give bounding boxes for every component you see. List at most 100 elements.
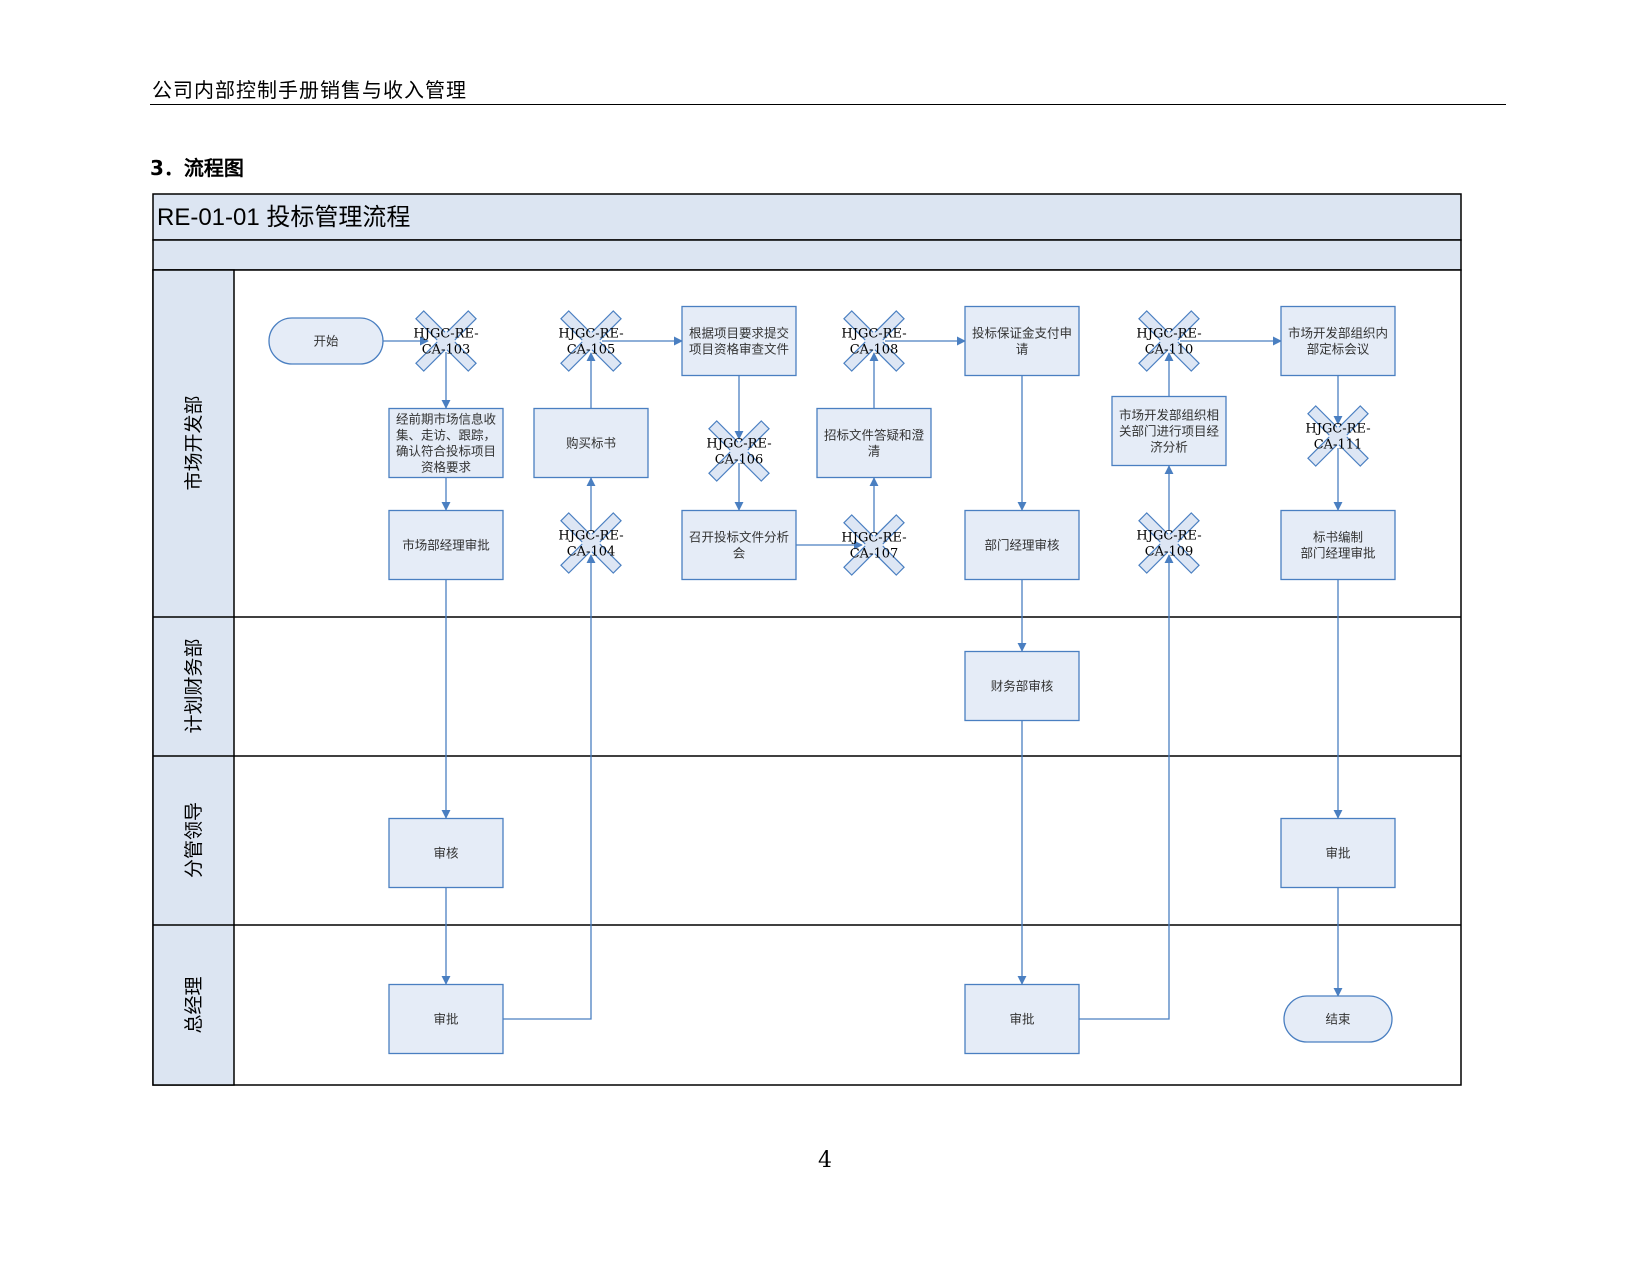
control-point-c108: HJGC-RE-CA-108 xyxy=(841,310,907,372)
process-box-shape xyxy=(964,509,1080,581)
node-label-line: 召开投标文件分析 xyxy=(689,530,789,545)
control-point-c105: HJGC-RE-CA-105 xyxy=(558,310,624,372)
node-label-line: 财务部审核 xyxy=(991,679,1054,694)
node-label-line: HJGC-RE- xyxy=(1305,422,1370,437)
section-heading: 3．流程图 xyxy=(150,156,244,180)
node-label-line: CA-103 xyxy=(422,343,471,358)
process-box-shape xyxy=(388,983,504,1055)
node-label-line: 结束 xyxy=(1325,1012,1351,1027)
process-box-shape xyxy=(388,407,504,479)
control-cross-center xyxy=(1159,331,1179,351)
process-box-shape xyxy=(1280,305,1396,377)
node-label-line: HJGC-RE- xyxy=(1136,529,1201,544)
node-label-line: CA-111 xyxy=(1314,438,1363,453)
node-label-line: CA-107 xyxy=(850,547,899,562)
process-box-gm_approve1: 审批 xyxy=(388,983,504,1055)
control-point-c106: HJGC-RE-CA-106 xyxy=(706,420,772,482)
node-label-line: HJGC-RE- xyxy=(413,327,478,342)
node-label-line: HJGC-RE- xyxy=(841,327,906,342)
node-label-line: 关部门进行项目经 xyxy=(1119,424,1220,439)
node-label-line: 开始 xyxy=(313,334,339,349)
process-box-shape xyxy=(681,305,797,377)
lane-label-text: 分管领导 xyxy=(183,802,205,878)
lane-label-text: 市场开发部 xyxy=(183,395,205,490)
node-label-line: 部定标会议 xyxy=(1307,342,1370,357)
node-label-line: CA-104 xyxy=(567,545,616,560)
flow-arrow-gm_approve1-to-c104 xyxy=(503,554,596,1020)
control-cross-center xyxy=(581,533,601,553)
process-box-mkt_mgr: 市场部经理审批 xyxy=(388,509,504,581)
control-cross-center xyxy=(581,331,601,351)
control-cross-center xyxy=(729,441,749,461)
node-label-line: 资格要求 xyxy=(421,460,472,475)
node-label-line: 审批 xyxy=(1009,1012,1034,1027)
process-box-shape xyxy=(964,650,1080,722)
process-box-leader_review: 审核 xyxy=(388,817,504,889)
lane-label-finance: 计划财务部 xyxy=(183,638,205,733)
node-label-line: 审批 xyxy=(433,1012,458,1027)
node-label-line: 招标文件答疑和澄 xyxy=(824,428,925,443)
process-box-shape xyxy=(388,817,504,889)
node-label-line: HJGC-RE- xyxy=(558,529,623,544)
control-point-c104: HJGC-RE-CA-104 xyxy=(558,512,624,574)
node-label-line: 部门经理审批 xyxy=(1300,546,1375,561)
page-number: 4 xyxy=(818,1148,832,1173)
node-label-line: 经前期市场信息收 xyxy=(396,412,497,427)
node-label-line: 根据项目要求提交 xyxy=(689,326,789,341)
edges-layer xyxy=(383,336,1343,1020)
node-label-line: 市场开发部组织相 xyxy=(1119,408,1219,423)
node-label-line: 购买标书 xyxy=(566,436,616,451)
process-box-shape xyxy=(1280,509,1396,581)
process-box-dept_mgr: 部门经理审核 xyxy=(964,509,1080,581)
running-header: 公司内部控制手册销售与收入管理 xyxy=(152,78,467,102)
node-label-line: 清 xyxy=(868,444,881,459)
lane-label-market: 市场开发部 xyxy=(183,395,205,490)
control-cross-center xyxy=(864,535,884,555)
process-box-buy: 购买标书 xyxy=(533,407,649,479)
blank-band xyxy=(152,239,1462,271)
control-cross-center xyxy=(1159,533,1179,553)
control-point-c109: HJGC-RE-CA-109 xyxy=(1136,512,1202,574)
node-label-line: 审核 xyxy=(433,846,459,861)
terminal-end: 结束 xyxy=(1283,995,1393,1043)
process-box-shape xyxy=(388,509,504,581)
process-box-leader_approve: 审批 xyxy=(1280,817,1396,889)
node-label-line: 会 xyxy=(733,546,746,561)
control-cross-center xyxy=(436,331,456,351)
node-label-line: 集、走访、跟踪， xyxy=(396,428,496,443)
process-box-shape xyxy=(816,407,932,479)
terminal-start: 开始 xyxy=(268,317,384,365)
node-label-line: 审批 xyxy=(1325,846,1350,861)
terminal-shape xyxy=(268,317,384,365)
control-point-c103: HJGC-RE-CA-103 xyxy=(413,310,479,372)
header-rule xyxy=(150,104,1506,105)
lane-header-column xyxy=(152,269,235,1086)
control-cross-center xyxy=(864,331,884,351)
node-label-line: CA-110 xyxy=(1145,343,1194,358)
flow-arrow-gm_approve2-to-c109 xyxy=(1079,554,1174,1020)
node-label-line: 标书编制 xyxy=(1313,530,1363,545)
node-label-line: 市场开发部组织内 xyxy=(1288,326,1388,341)
process-box-shape xyxy=(681,509,797,581)
lane-label-gm: 总经理 xyxy=(183,976,205,1033)
control-point-c110: HJGC-RE-CA-110 xyxy=(1136,310,1202,372)
lane-label-leader: 分管领导 xyxy=(183,802,205,878)
lane-label-text: 总经理 xyxy=(183,976,205,1033)
diagram-title: RE-01-01 投标管理流程 xyxy=(157,204,410,231)
lane-label-text: 计划财务部 xyxy=(183,638,205,733)
node-label-line: HJGC-RE- xyxy=(1136,327,1201,342)
process-box-shape xyxy=(964,305,1080,377)
node-label-line: CA-106 xyxy=(715,453,764,468)
process-box-fin_review: 财务部审核 xyxy=(964,650,1080,722)
control-cross-center xyxy=(1328,426,1348,446)
node-label-line: 请 xyxy=(1016,342,1029,357)
node-label-line: 投标保证金支付申 xyxy=(972,326,1072,341)
